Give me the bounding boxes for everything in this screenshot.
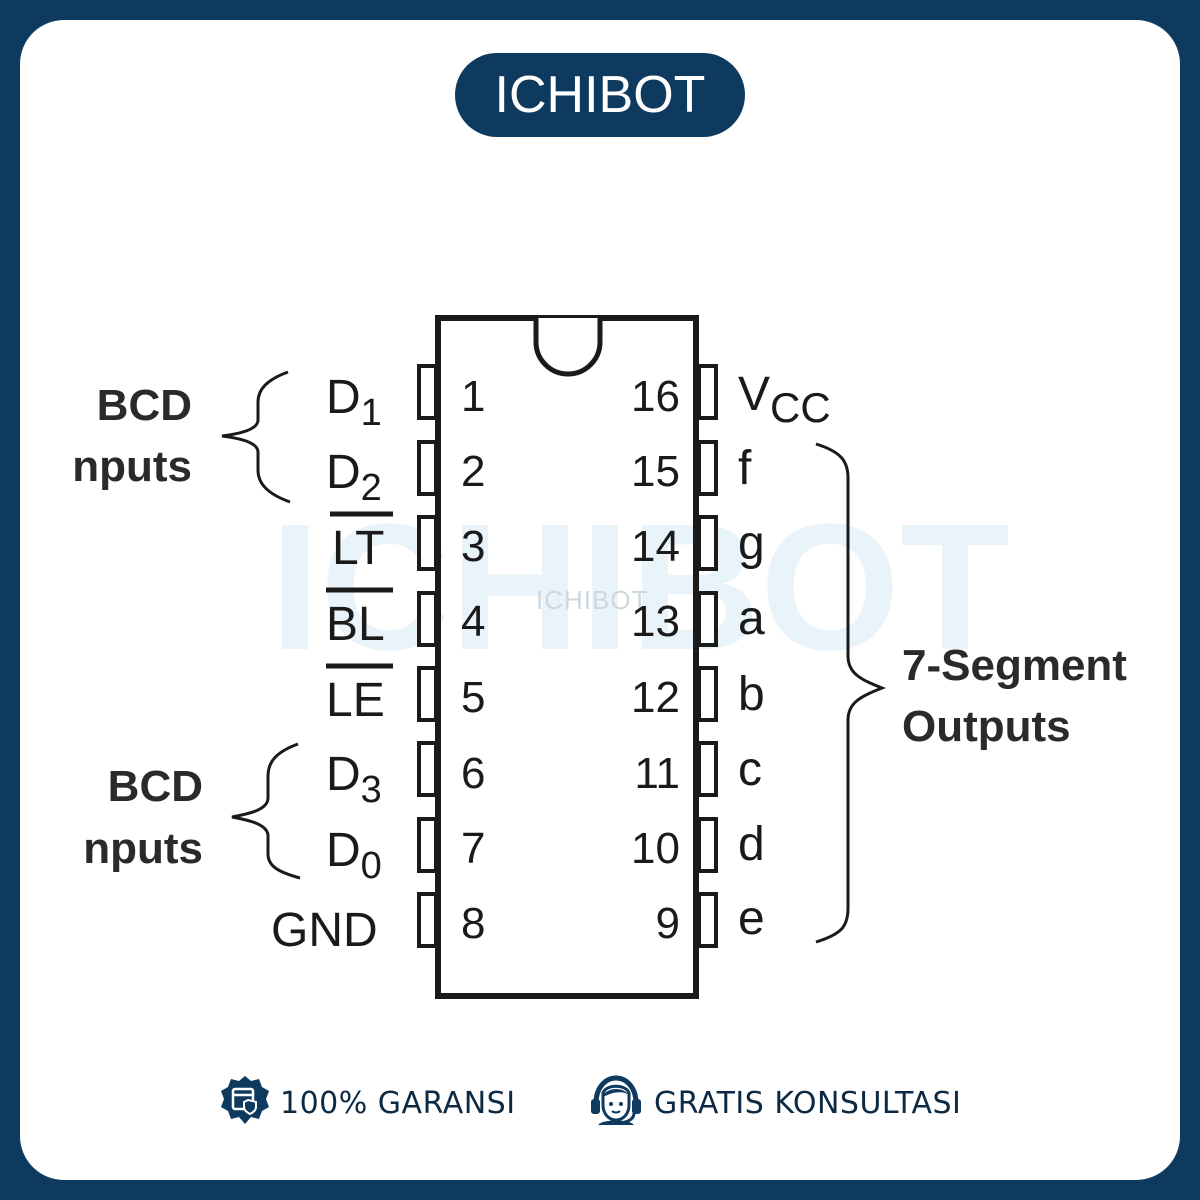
pin-number-3: 3	[461, 522, 485, 571]
pin-tab-8	[417, 892, 438, 948]
bcd-inputs-bottom-line2: nputs	[83, 824, 203, 873]
pin-label-lt: LT	[332, 522, 384, 575]
pin-number-16: 16	[631, 372, 680, 421]
pin-tab-1	[417, 364, 438, 420]
brand-name: ICHIBOT	[494, 66, 706, 124]
shield-calendar-icon	[218, 1074, 272, 1133]
pin-label-c: c	[738, 743, 762, 796]
pin-label-d: d	[738, 818, 765, 871]
pin-number-15: 15	[631, 447, 680, 496]
pin-number-4: 4	[461, 597, 485, 646]
pin-label-b: b	[738, 668, 765, 721]
pin-tab-4	[417, 591, 438, 647]
pin-number-11: 11	[634, 749, 680, 798]
guarantee-badge: 100% GARANSI	[218, 1075, 516, 1131]
pin-tab-3	[417, 515, 438, 571]
pin-number-5: 5	[461, 673, 485, 722]
pin-tab-7	[417, 817, 438, 873]
pinout-diagram: 1 2 3 4 5 6 7 8 16 15 14 13 12 11 10 9 D…	[72, 315, 1127, 999]
brace-segment-outputs	[815, 442, 887, 944]
guarantee-label: 100% GARANSI	[280, 1085, 516, 1121]
brace-bcd-bottom	[231, 742, 301, 880]
pin-number-6: 6	[461, 749, 485, 798]
ic-notch	[533, 318, 603, 377]
pin-number-13: 13	[631, 597, 680, 646]
pin-number-8: 8	[461, 899, 485, 948]
bcd-inputs-bottom-line1: BCD	[108, 762, 203, 811]
pin-tab-12	[697, 666, 718, 722]
pin-label-d2: D2	[326, 446, 382, 509]
pin-tab-9	[697, 892, 718, 948]
brand-badge: ICHIBOT	[455, 53, 745, 137]
pin-label-e: e	[738, 892, 765, 945]
pin-label-d1: D1	[326, 371, 382, 434]
pin-label-vcc: VCC	[738, 368, 831, 431]
watermark-large: ICHIBOT	[270, 487, 1010, 688]
pin-number-1: 1	[461, 372, 485, 421]
segment-outputs-line1: 7-Segment	[902, 641, 1127, 690]
pin-tab-10	[697, 817, 718, 873]
footer-badges: 100% GARANSI GRATIS KONSULTASI	[20, 1073, 1180, 1134]
segment-outputs-line2: Outputs	[902, 702, 1071, 751]
pin-label-d0: D0	[326, 824, 382, 887]
pin-number-7: 7	[461, 824, 485, 873]
pin-number-12: 12	[631, 673, 680, 722]
pin-label-le: LE	[326, 674, 385, 727]
pin-tab-16	[697, 364, 718, 420]
pin-tab-5	[417, 666, 438, 722]
pin-tab-14	[697, 515, 718, 571]
pin-number-10: 10	[631, 824, 680, 873]
consult-label: GRATIS KONSULTASI	[654, 1085, 962, 1121]
pin-tab-2	[417, 440, 438, 496]
product-card: ICHIBOT ICHIBOT ICHIBOT 1 2 3 4 5 6 7 8 …	[20, 20, 1180, 1180]
pin-number-9: 9	[656, 899, 680, 948]
pin-label-bl: BL	[326, 598, 385, 651]
pin-label-gnd: GND	[271, 904, 378, 957]
right-pin-tabs	[697, 364, 718, 948]
pin-tab-6	[417, 741, 438, 797]
bcd-inputs-top-line2: nputs	[72, 442, 192, 491]
consult-badge: GRATIS KONSULTASI	[586, 1073, 962, 1134]
pin-tab-11	[697, 741, 718, 797]
left-pin-tabs	[417, 364, 438, 948]
brace-bcd-top	[221, 370, 291, 504]
pin-number-2: 2	[461, 447, 485, 496]
pin-tab-13	[697, 591, 718, 647]
headset-agent-icon	[586, 1073, 646, 1134]
pin-label-f: f	[738, 442, 752, 495]
pin-label-g: g	[738, 517, 765, 570]
pin-tab-15	[697, 440, 718, 496]
pin-label-a: a	[738, 592, 765, 645]
pin-label-d3: D3	[326, 748, 382, 811]
bcd-inputs-top-line1: BCD	[97, 381, 192, 430]
watermark-small: ICHIBOT	[536, 585, 649, 615]
pin-number-14: 14	[631, 522, 680, 571]
